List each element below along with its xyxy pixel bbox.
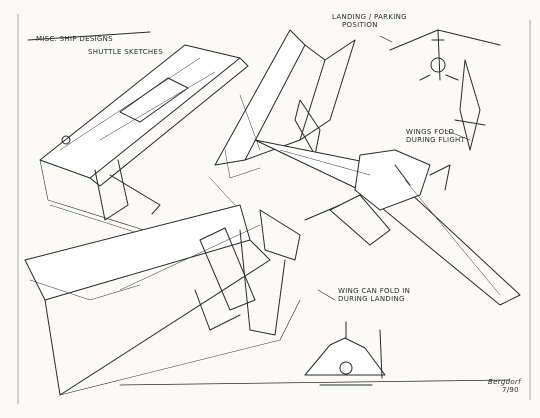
- note-wings-fold-line2: DURING FLIGHT: [406, 136, 466, 144]
- ship-sketch-bottom-left: [24, 204, 301, 396]
- ship-sketch-landing-position: [389, 29, 501, 151]
- ship-sketch-top-center: [209, 29, 356, 206]
- note-wing-can-fold-line2: DURING LANDING: [338, 295, 405, 303]
- note-landing-position-line1: LANDING / PARKING: [332, 13, 407, 21]
- note-wings-fold: WINGS FOLD DURING FLIGHT: [406, 128, 465, 144]
- header-underline: [27, 31, 151, 41]
- signature-name: Bergdorf: [488, 378, 521, 386]
- ship-sketch-main-shuttle: [254, 139, 521, 306]
- header-subtitle: SHUTTLE SKETCHES: [88, 48, 163, 56]
- note-wings-fold-line1: WINGS FOLD: [406, 128, 455, 136]
- ship-sketch-top-left: [39, 44, 249, 241]
- note-wing-can-fold: WING CAN FOLD IN DURING LANDING: [338, 287, 410, 303]
- ship-sketch-front-view: [119, 321, 511, 386]
- note-landing-position-line2: POSITION: [342, 21, 378, 29]
- header-title: MISC. SHIP DESIGNS: [36, 35, 113, 43]
- note-landing-position: LANDING / PARKING POSITION: [332, 13, 407, 29]
- signature: Bergdorf 7/90: [488, 378, 521, 394]
- signature-date: 7/90: [502, 386, 519, 394]
- note-wing-can-fold-line1: WING CAN FOLD IN: [338, 287, 411, 295]
